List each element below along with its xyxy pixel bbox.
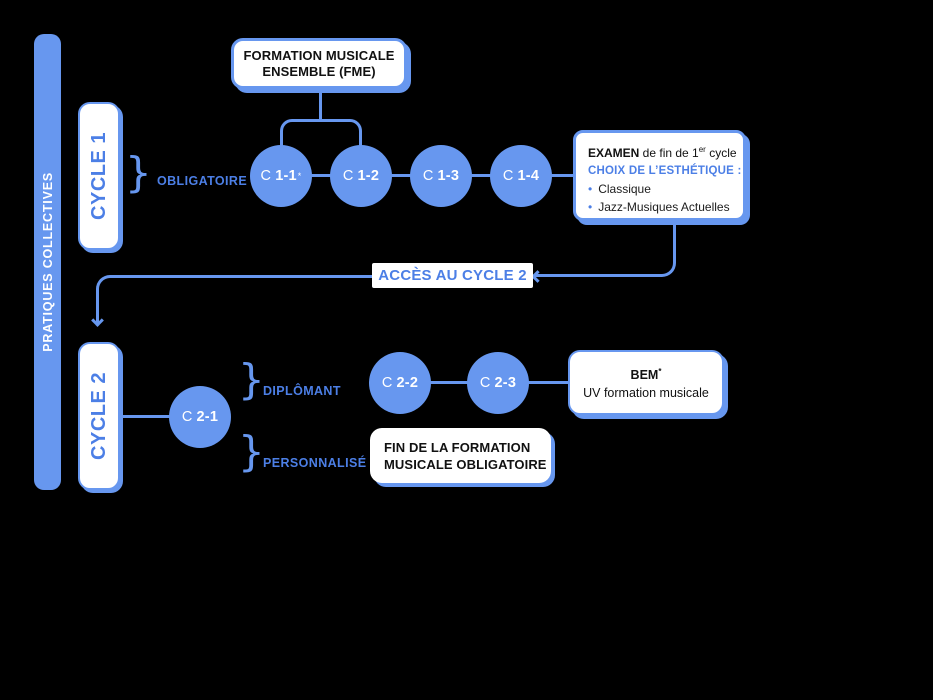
step-prefix: C (181, 409, 193, 425)
examen-line1: EXAMEN de fin de 1er cycle (588, 141, 743, 162)
connector-c22-c23 (429, 381, 469, 384)
step-number: 1-1 (275, 168, 297, 184)
fin-line2: MUSICALE OBLIGATOIRE (384, 457, 547, 472)
pratiques-collectives-label: PRATIQUES COLLECTIVES (40, 172, 55, 352)
connector-c14-examen (550, 174, 575, 177)
cycle1-title: CYCLE 1 (87, 132, 110, 220)
cycle1-brace-icon: } (125, 148, 152, 197)
fme-bracket-left-leg (280, 140, 283, 148)
examen-choice-heading: CHOIX DE L’ESTHÉTIQUE : (588, 165, 742, 177)
bem-subtitle: UV formation musicale (583, 385, 709, 400)
cycle2-branch-personnalise: PERSONNALISÉ (263, 456, 367, 470)
cycle2-title: CYCLE 2 (87, 372, 110, 460)
bem-title: BEM* (631, 363, 662, 384)
fme-bracket-right-leg (359, 140, 362, 148)
examen-option-label: Jazz-Musiques Actuelles (598, 200, 730, 214)
examen-subtitle-post: cycle (705, 146, 737, 160)
bem-asterisk: * (658, 367, 662, 377)
cycle1-branch-label: OBLIGATOIRE (157, 174, 248, 188)
fme-line1: FORMATION MUSICALE (243, 47, 395, 63)
examen-option-label: Classique (598, 182, 651, 196)
connector-c11-c12 (310, 174, 332, 177)
examen-node: EXAMEN de fin de 1er cycle CHOIX DE L’ES… (573, 130, 746, 221)
cycle2-brace-personnalise-icon: } (238, 427, 265, 476)
examen-subtitle-sup: er (698, 145, 706, 154)
fme-node: FORMATION MUSICALE ENSEMBLE (FME) (231, 38, 407, 89)
bem-title-text: BEM (630, 368, 659, 383)
examen-title: EXAMEN (588, 146, 640, 160)
bullet-icon: • (588, 200, 593, 214)
acces-cycle2-label: ACCÈS AU CYCLE 2 (372, 263, 533, 288)
fin-formation-node: FIN DE LA FORMATION MUSICALE OBLIGATOIRE (370, 428, 551, 483)
step-number: 2-2 (396, 375, 419, 391)
fin-line1: FIN DE LA FORMATION (384, 440, 531, 455)
connector-examen-to-acces (534, 219, 676, 277)
step-prefix: C (502, 168, 514, 184)
cycle2-branch-diplomant: DIPLÔMANT (263, 384, 341, 398)
step-number: 2-3 (494, 375, 517, 391)
connector-acces-to-cycle2 (96, 275, 372, 323)
step-prefix: C (479, 375, 491, 391)
connector-c13-c14 (470, 174, 492, 177)
examen-subtitle-pre: de fin de 1 (639, 146, 699, 160)
pratiques-collectives-bar: PRATIQUES COLLECTIVES (34, 34, 61, 490)
bullet-icon: • (588, 182, 593, 196)
step-number: 1-3 (437, 168, 460, 184)
cycle2-box: CYCLE 2 (78, 342, 120, 490)
connector-c23-bem (527, 381, 570, 384)
cycle2-brace-diplomant-icon: } (238, 355, 265, 404)
connector-c12-c13 (390, 174, 412, 177)
examen-option-2: • Jazz-Musiques Actuelles (588, 198, 743, 216)
connector-cycle2-c21 (118, 415, 171, 418)
bem-node: BEM* UV formation musicale (568, 350, 724, 415)
step-number: 1-2 (357, 168, 380, 184)
examen-option-1: • Classique (588, 180, 743, 198)
cycle1-box: CYCLE 1 (78, 102, 120, 250)
step-prefix: C (342, 168, 354, 184)
fme-line2: ENSEMBLE (FME) (262, 63, 376, 79)
step-number: 2-1 (196, 409, 219, 425)
fme-stem-line (319, 87, 322, 120)
step-number: 1-4 (517, 168, 540, 184)
step-prefix: C (381, 375, 393, 391)
fme-bracket-connector (280, 119, 362, 147)
step-prefix: C (260, 168, 272, 184)
step-prefix: C (422, 168, 434, 184)
